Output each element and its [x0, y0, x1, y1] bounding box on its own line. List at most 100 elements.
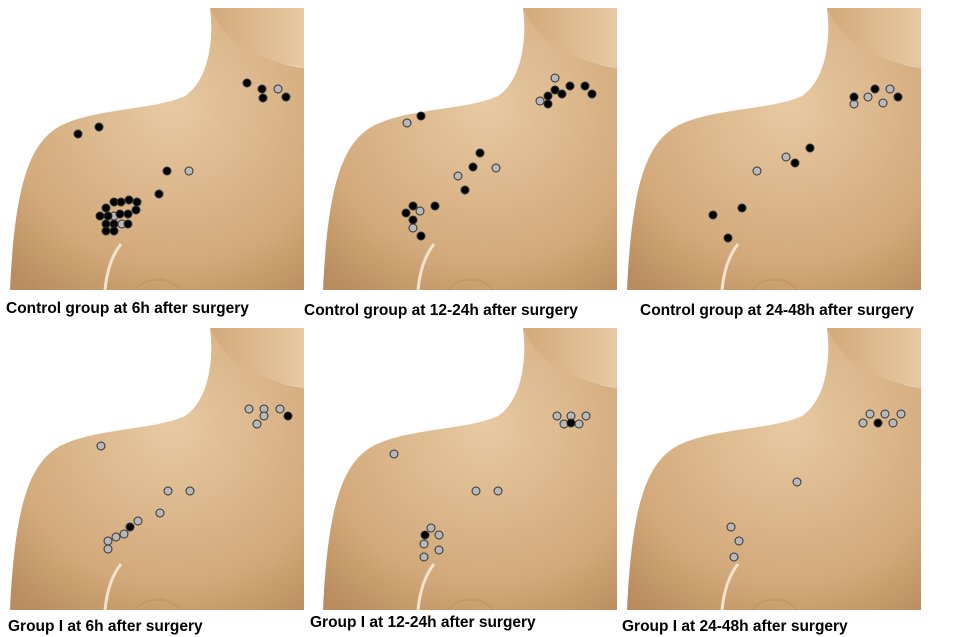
panel-group1-6h: [5, 328, 304, 610]
panel-group1-24-48h: [622, 328, 921, 610]
black-marker-dot: [104, 212, 112, 220]
gray-marker-dot: [420, 553, 428, 561]
black-marker-dot: [163, 167, 171, 175]
gray-marker-dot: [104, 545, 112, 553]
black-marker-dot: [417, 112, 425, 120]
gray-marker-dot: [859, 419, 867, 427]
black-marker-dot: [74, 130, 82, 138]
black-marker-dot: [95, 123, 103, 131]
gray-marker-dot: [403, 119, 411, 127]
gray-marker-dot: [793, 478, 801, 486]
black-marker-dot: [126, 523, 134, 531]
gray-marker-dot: [104, 537, 112, 545]
black-marker-dot: [544, 100, 552, 108]
gray-marker-dot: [185, 167, 193, 175]
black-marker-dot: [284, 412, 292, 420]
gray-marker-dot: [120, 530, 128, 538]
black-marker-dot: [588, 90, 596, 98]
black-marker-dot: [409, 202, 417, 210]
gray-marker-dot: [276, 405, 284, 413]
gray-marker-dot: [879, 99, 887, 107]
gray-marker-dot: [472, 487, 480, 495]
caption-control-12-24h: Control group at 12-24h after surgery: [304, 302, 578, 320]
black-marker-dot: [133, 198, 141, 206]
gray-marker-dot: [494, 487, 502, 495]
black-marker-dot: [402, 209, 410, 217]
gray-marker-dot: [735, 537, 743, 545]
gray-marker-dot: [536, 97, 544, 105]
shoulder-illustration: [318, 328, 617, 610]
black-marker-dot: [738, 204, 746, 212]
black-marker-dot: [124, 210, 132, 218]
gray-marker-dot: [551, 74, 559, 82]
black-marker-dot: [709, 211, 717, 219]
gray-marker-dot: [409, 224, 417, 232]
black-marker-dot: [894, 93, 902, 101]
black-marker-dot: [124, 220, 132, 228]
black-marker-dot: [476, 149, 484, 157]
shoulder-illustration: [622, 328, 921, 610]
black-marker-dot: [558, 90, 566, 98]
gray-marker-dot: [753, 167, 761, 175]
gray-marker-dot: [390, 450, 398, 458]
black-marker-dot: [874, 419, 882, 427]
gray-marker-dot: [782, 153, 790, 161]
black-marker-dot: [850, 93, 858, 101]
gray-marker-dot: [97, 442, 105, 450]
black-marker-dot: [110, 227, 118, 235]
black-marker-dot: [724, 234, 732, 242]
gray-marker-dot: [886, 85, 894, 93]
gray-marker-dot: [866, 410, 874, 418]
black-marker-dot: [544, 92, 552, 100]
gray-marker-dot: [435, 546, 443, 554]
gray-marker-dot: [420, 540, 428, 548]
shoulder-illustration: [5, 328, 304, 610]
gray-marker-dot: [575, 420, 583, 428]
black-marker-dot: [421, 531, 429, 539]
gray-marker-dot: [245, 405, 253, 413]
caption-group1-12-24h: Group I at 12-24h after surgery: [310, 614, 536, 632]
gray-marker-dot: [889, 419, 897, 427]
black-marker-dot: [155, 190, 163, 198]
gray-marker-dot: [454, 172, 462, 180]
gray-marker-dot: [897, 410, 905, 418]
black-marker-dot: [431, 202, 439, 210]
black-marker-dot: [282, 93, 290, 101]
shoulder-illustration: [622, 8, 921, 290]
gray-marker-dot: [416, 207, 424, 215]
gray-marker-dot: [727, 523, 735, 531]
gray-marker-dot: [260, 412, 268, 420]
shoulder-illustration: [318, 8, 617, 290]
panel-control-12-24h: [318, 8, 617, 290]
black-marker-dot: [791, 159, 799, 167]
black-marker-dot: [102, 227, 110, 235]
gray-marker-dot: [156, 509, 164, 517]
gray-marker-dot: [134, 517, 142, 525]
panel-control-24-48h: [622, 8, 921, 290]
black-marker-dot: [581, 82, 589, 90]
gray-marker-dot: [253, 420, 261, 428]
caption-group1-24-48h: Group I at 24-48h after surgery: [622, 618, 848, 636]
black-marker-dot: [258, 85, 266, 93]
gray-marker-dot: [553, 412, 561, 420]
gray-marker-dot: [881, 410, 889, 418]
black-marker-dot: [102, 204, 110, 212]
black-marker-dot: [417, 232, 425, 240]
gray-marker-dot: [164, 487, 172, 495]
gray-marker-dot: [186, 487, 194, 495]
black-marker-dot: [469, 163, 477, 171]
black-marker-dot: [567, 419, 575, 427]
black-marker-dot: [125, 196, 133, 204]
panel-control-6h: [5, 8, 304, 290]
black-marker-dot: [259, 94, 267, 102]
shoulder-illustration: [5, 8, 304, 290]
black-marker-dot: [806, 144, 814, 152]
gray-marker-dot: [864, 93, 872, 101]
gray-marker-dot: [274, 85, 282, 93]
gray-marker-dot: [112, 533, 120, 541]
black-marker-dot: [243, 79, 251, 87]
black-marker-dot: [566, 82, 574, 90]
caption-group1-6h: Group I at 6h after surgery: [8, 618, 203, 636]
caption-control-24-48h: Control group at 24-48h after surgery: [640, 302, 914, 320]
gray-marker-dot: [492, 164, 500, 172]
